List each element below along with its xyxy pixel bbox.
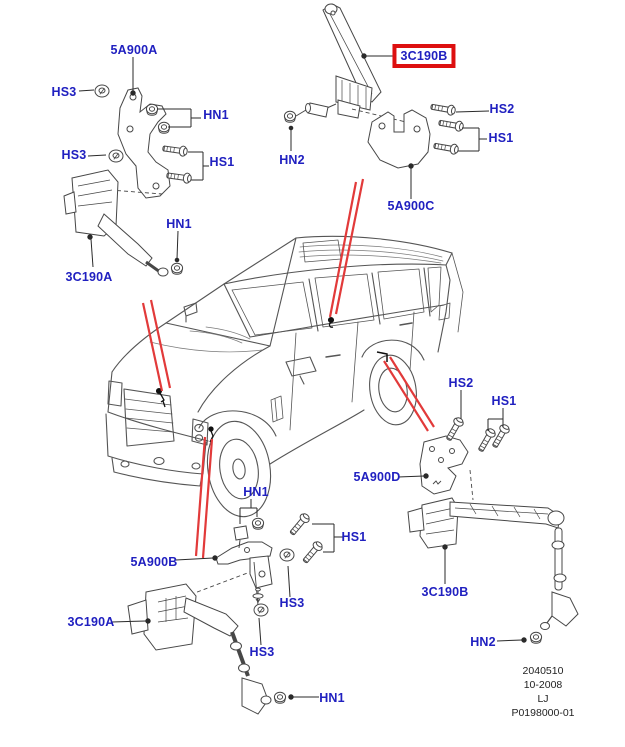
label-hs3-front-upper: HS3 xyxy=(51,85,77,99)
footer-part-info: 2040510 10-2008 LJ P0198000-01 xyxy=(511,664,574,720)
footer-date: 10-2008 xyxy=(523,679,563,691)
bolt-hs1-icon xyxy=(437,117,465,133)
bracket-5a900b-drawing xyxy=(215,541,273,565)
height-sensor-rear-left-drawing xyxy=(127,583,272,715)
bolt-hs2-icon xyxy=(429,101,457,117)
bolt-hs1-icon xyxy=(287,511,312,538)
nut-hn2-icon xyxy=(529,631,543,644)
leader-lines xyxy=(78,53,527,700)
bracket-5a900c-drawing xyxy=(367,109,431,169)
rear-left-sensor-group xyxy=(127,511,325,715)
label-hn2-front-right: HN2 xyxy=(279,153,305,167)
label-hn1-rear-left: HN1 xyxy=(243,485,269,499)
label-3c190b-highlighted: 3C190B xyxy=(392,44,456,68)
front-right-sensor-group xyxy=(283,3,465,169)
grommet-hs3-icon xyxy=(279,548,295,562)
front-left-sensor-group xyxy=(63,84,193,277)
label-hs3-rear-lower: HS3 xyxy=(249,645,275,659)
nut-hn1-icon xyxy=(273,691,287,704)
label-hs2-front-right: HS2 xyxy=(489,102,515,116)
label-hs2-rear-right: HS2 xyxy=(448,376,474,390)
nut-hn1-icon xyxy=(170,262,184,275)
bolt-hs1-icon xyxy=(161,142,189,158)
footer-drawing-number: P0198000-01 xyxy=(511,707,575,719)
rear-right-sensor-group xyxy=(407,415,579,644)
height-sensor-rear-right-drawing xyxy=(407,497,579,630)
nut-hn2-icon xyxy=(283,110,297,123)
label-hn2-rear: HN2 xyxy=(470,635,496,649)
bracket-5a900a-drawing xyxy=(117,87,171,199)
label-5a900b: 5A900B xyxy=(130,555,178,569)
label-hs1-front-right: HS1 xyxy=(488,131,514,145)
bolt-hs1-icon xyxy=(475,426,498,454)
footer-model-code: LJ xyxy=(537,693,549,705)
label-3c190b-rear: 3C190B xyxy=(421,585,469,599)
label-hn1-front-sensor: HN1 xyxy=(166,217,192,231)
label-hs3-rear-upper: HS3 xyxy=(279,596,305,610)
nut-hn1-icon xyxy=(145,103,159,116)
label-hn1-rear-sensor: HN1 xyxy=(319,691,345,705)
label-hn1-front-bracket: HN1 xyxy=(203,108,229,122)
nut-hn1-icon xyxy=(157,121,171,134)
nut-hn1-icon xyxy=(251,517,265,530)
bolt-hs1-icon xyxy=(165,169,193,185)
vehicle-illustration xyxy=(105,235,464,518)
label-5a900c: 5A900C xyxy=(387,199,435,213)
label-5a900a-front-bracket: 5A900A xyxy=(110,43,158,57)
height-sensor-front-right-drawing xyxy=(295,3,382,119)
bolt-hs1-icon xyxy=(432,140,460,156)
bolt-hs1-icon xyxy=(300,539,325,566)
screw-hs3-icon xyxy=(252,587,264,603)
label-hs1-front-bracket: HS1 xyxy=(209,155,235,169)
label-3c190a-rear: 3C190A xyxy=(67,615,115,629)
grommet-hs3-icon xyxy=(94,84,110,98)
grommet-hs3-icon xyxy=(108,149,124,163)
height-sensor-front-left-drawing xyxy=(63,169,169,277)
label-5a900d: 5A900D xyxy=(353,470,401,484)
clip-stud-drawing xyxy=(233,525,249,549)
red-pointer-lines xyxy=(141,178,435,559)
grommet-hs3-icon xyxy=(253,603,269,617)
footer-catalog-number: 2040510 xyxy=(522,665,564,677)
bracket-5a900d-drawing xyxy=(419,435,469,495)
label-hs3-front-lower: HS3 xyxy=(61,148,87,162)
label-hs1-rear-left: HS1 xyxy=(341,530,367,544)
label-3c190a-front: 3C190A xyxy=(65,270,113,284)
label-hs1-rear-right: HS1 xyxy=(491,394,517,408)
